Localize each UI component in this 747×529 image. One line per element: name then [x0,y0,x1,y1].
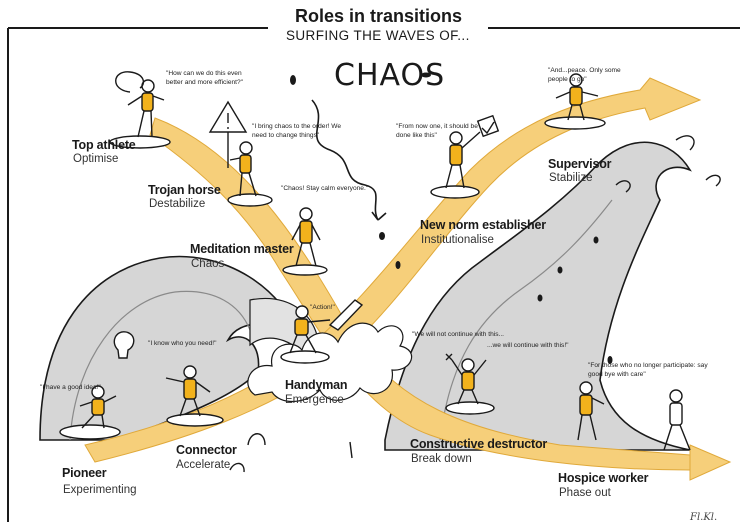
checkmark-flag-icon [476,114,500,138]
quote-handyman: "Action!" [310,304,335,311]
role-action-hospice-worker: Phase out [559,487,611,499]
role-action-pioneer: Experimenting [63,484,137,496]
role-action-handyman: Emergence [285,394,344,406]
figure-supervisor [555,73,599,121]
role-action-meditation-master: Chaos [191,258,225,270]
role-name-meditation-master: Meditation master [190,242,294,256]
figure-handyman [289,299,364,354]
role-name-supervisor: Supervisor [548,157,612,171]
quote-top-athlete: "How can we do this even better and more… [166,70,243,86]
figure-meditation-master [291,207,321,267]
quote-hospice-worker: "For those who no longer participate: sa… [588,362,708,378]
chaos-squiggle [311,99,379,221]
transition-band-falling [149,117,691,471]
quote-trojan-horse: "I bring chaos to the order! We need to … [252,123,342,139]
frame-border [7,27,740,522]
role-name-top-athlete: Top athlete [72,138,136,152]
right-wave-inner [439,199,613,441]
board-new-norm [430,185,480,199]
board-meditation-master [282,264,328,276]
role-action-new-norm-establisher: Institutionalise [421,234,494,246]
board-constructive-destructor [445,401,495,415]
board-connector [166,413,224,427]
figure-connector [165,365,211,417]
role-name-constructive-destructor: Constructive destructor [410,437,548,451]
chaos-splash [247,322,413,403]
band-arrowhead [689,444,732,481]
role-name-connector: Connector [176,443,237,457]
splash-drops [290,72,613,364]
quote-connector: "I know who you need!" [148,340,217,347]
board-pioneer [59,424,121,440]
role-name-hospice-worker: Hospice worker [558,471,649,485]
role-action-constructive-destructor: Break down [411,453,472,465]
chaos-headline: CHAOS [334,58,446,93]
quote-constructive-destructor: "We will not continue with this... [412,331,505,338]
figure-top-athlete [115,71,165,138]
diagram-subtitle: SURFING THE WAVES OF... [286,28,470,43]
figure-trojan-horse [208,100,257,197]
quote-supervisor: "And...peace. Only some people to go" [548,67,621,83]
role-action-top-athlete: Optimise [73,153,119,165]
role-name-trojan-horse: Trojan horse [148,183,221,197]
quote-pioneer: "I have a good idea!" [40,384,101,391]
figure-new-norm [445,114,500,189]
artist-signature: Fl.Kl. [690,512,718,523]
quote-constructive-destructor-2: ...we will continue with this!" [487,342,569,349]
board-supervisor [544,116,606,130]
board-handyman [280,350,330,364]
figure-pioneer [79,331,135,429]
left-wave-curl [69,290,251,441]
diagram-title: Roles in transitions [295,6,463,26]
quote-meditation-master: "Chaos! Stay calm everyone." [281,185,369,192]
board-top-athlete [109,135,171,149]
role-name-new-norm-establisher: New norm establisher [420,218,546,232]
role-name-pioneer: Pioneer [62,466,107,480]
role-action-supervisor: Stabilize [549,172,593,184]
lightbulb-icon [113,331,135,359]
board-trojan-horse [227,193,273,207]
role-action-trojan-horse: Destabilize [149,198,206,210]
figure-constructive-destructor [445,353,487,405]
rocket-icon [328,299,364,331]
loop-arrow-icon [115,71,145,93]
figure-departing [663,389,691,451]
splash-curls [229,135,721,473]
role-name-handyman: Handyman [285,378,348,392]
right-wave [384,141,692,451]
figure-hospice-worker [577,381,605,441]
chaos-arrow [371,211,387,221]
cross-icon [445,353,453,361]
quote-new-norm-establisher: "From now one, it should be done like th… [396,123,478,139]
role-action-connector: Accelerate [176,459,231,471]
